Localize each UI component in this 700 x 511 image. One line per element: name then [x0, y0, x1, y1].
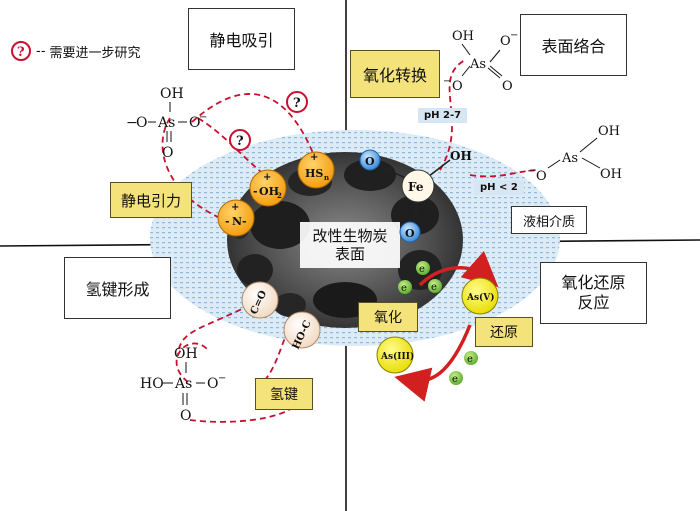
- svg-text:O: O: [405, 227, 415, 240]
- center-label-bg: [300, 222, 400, 268]
- question-mark-icon: ?: [229, 129, 251, 151]
- svg-text:Fe: Fe: [408, 180, 424, 194]
- svg-text:O: O: [180, 408, 191, 424]
- arsenate-molecule-top-right: OH As O− O O−: [443, 29, 518, 94]
- svg-text:e: e: [452, 374, 458, 385]
- redox-cycle: [394, 250, 499, 402]
- svg-text:e: e: [467, 354, 473, 365]
- svg-text:O: O: [136, 115, 147, 131]
- svg-text:−: −: [510, 30, 518, 41]
- svg-text:As: As: [561, 151, 578, 166]
- as-v-sphere: As(V): [461, 277, 499, 315]
- question-mark-icon: ?: [11, 41, 31, 61]
- svg-text:N: N: [232, 215, 242, 228]
- tag-electrostatic-force: 静电引力: [110, 182, 192, 218]
- svg-text:O: O: [536, 169, 547, 184]
- svg-text:+: +: [310, 152, 318, 163]
- svg-text:−: −: [443, 76, 451, 87]
- svg-text:n: n: [324, 173, 329, 182]
- svg-text:e: e: [419, 264, 425, 275]
- arsenate-molecule-top-left: OH −O As O− O: [126, 86, 207, 161]
- svg-text:HO: HO: [140, 376, 164, 392]
- svg-text:-: -: [225, 215, 230, 228]
- electron-spheres: e e e e e: [398, 261, 478, 385]
- oh-fe-label: OH: [450, 149, 472, 163]
- svg-text:OH: OH: [452, 29, 474, 44]
- svg-text:?: ?: [236, 134, 244, 149]
- hs-group: + HS n: [297, 151, 335, 189]
- tag-liquid-medium: 液相介质: [511, 206, 587, 234]
- tag-oxidation-transformation: 氧化转换: [350, 50, 440, 98]
- svg-text:2: 2: [277, 191, 282, 200]
- svg-text:As(III): As(III): [380, 351, 414, 362]
- svg-text:-: -: [242, 215, 247, 228]
- arsenite-molecule-right: OH As OH O−: [527, 124, 622, 184]
- ph-2-7-label: pH 2-7: [418, 108, 468, 123]
- fe-sphere: Fe: [401, 169, 435, 203]
- svg-text:O: O: [502, 79, 513, 94]
- svg-text:OH: OH: [600, 167, 622, 182]
- svg-text:O: O: [207, 376, 218, 392]
- svg-text:O: O: [452, 79, 463, 94]
- legend: ? - - 需要进一步研究: [10, 40, 141, 62]
- svg-text:OH: OH: [598, 124, 620, 139]
- svg-text:+: +: [263, 172, 271, 183]
- svg-text:As(V): As(V): [466, 292, 495, 303]
- quadrant-electrostatic-attraction: 静电吸引: [188, 8, 295, 70]
- svg-text:?: ?: [17, 45, 25, 60]
- svg-text:−: −: [199, 112, 207, 123]
- oh2-group: + - OH 2: [249, 169, 287, 207]
- o-sphere-2: O: [399, 221, 421, 243]
- ph-lt-2-label: pH < 2: [474, 180, 524, 195]
- svg-text:OH: OH: [174, 346, 198, 362]
- svg-text:−: −: [126, 115, 138, 131]
- svg-text:O: O: [365, 155, 375, 168]
- svg-text:OH: OH: [259, 185, 279, 198]
- svg-text:−: −: [527, 166, 535, 177]
- svg-text:O: O: [162, 145, 173, 161]
- as-iii-sphere: As(III): [376, 336, 414, 374]
- svg-text:−: −: [218, 373, 226, 384]
- svg-text:HS: HS: [305, 167, 323, 180]
- question-mark-icon: ?: [286, 91, 308, 113]
- center-label: 改性生物炭 表面: [312, 227, 388, 263]
- legend-text: 需要进一步研究: [49, 45, 141, 61]
- svg-text:O: O: [500, 34, 511, 49]
- quadrant-redox-reaction: 氧化还原 反应: [540, 262, 647, 324]
- tag-reduction: 还原: [475, 317, 533, 347]
- c-o-group: C=O: [241, 281, 279, 319]
- svg-text:OH: OH: [450, 149, 472, 163]
- n-group: + - N -: [217, 199, 255, 237]
- svg-text:?: ?: [293, 96, 301, 111]
- svg-text:O: O: [189, 115, 200, 131]
- quadrant-hydrogen-bond-formation: 氢键形成: [64, 257, 171, 319]
- svg-text:-: -: [253, 185, 258, 198]
- svg-text:As: As: [157, 115, 175, 131]
- quadrant-surface-complexation: 表面络合: [520, 14, 627, 76]
- svg-text:As: As: [469, 57, 486, 72]
- svg-text:e: e: [401, 283, 407, 294]
- tag-oxidation: 氧化: [358, 302, 418, 332]
- ho-c-group: HO-C: [283, 311, 321, 351]
- tag-hydrogen-bond: 氢键: [255, 378, 313, 410]
- svg-text:e: e: [431, 282, 437, 293]
- svg-text:OH: OH: [160, 86, 184, 102]
- arsenate-molecule-bottom-left: OH HO As O− O: [140, 346, 226, 424]
- svg-text:+: +: [231, 202, 239, 213]
- o-sphere-1: O: [359, 149, 381, 171]
- svg-text:As: As: [174, 376, 192, 392]
